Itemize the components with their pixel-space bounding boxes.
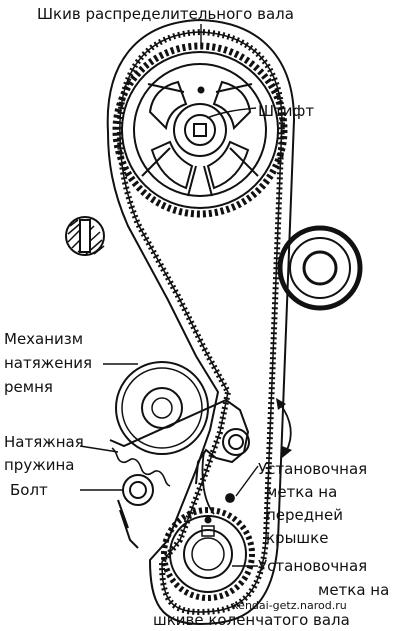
tensioner-label-line3: ремня	[4, 378, 53, 396]
adjust-arrow-curve	[279, 403, 292, 453]
tensioner-label-line1: Механизм	[4, 330, 84, 348]
crank-mark-label-line1: Установочная	[258, 557, 368, 575]
camshaft-pulley-rim	[121, 51, 279, 209]
timing-belt	[106, 18, 296, 626]
tension-spring	[111, 447, 171, 487]
spring-label-line2: пружина	[4, 456, 75, 474]
pin-label: Штифт	[258, 102, 315, 120]
tensioner-pivot-bolt	[222, 428, 250, 456]
camshaft-pulley-label: Шкив распределительного вала	[37, 5, 294, 23]
watermark: xendai-getz.narod.ru	[232, 599, 347, 612]
camshaft-hub-bolt	[184, 114, 216, 146]
front-mark-label-line1: Установочная	[258, 460, 368, 478]
crankshaft-hub-inner	[191, 537, 225, 571]
tensioner-pulley-rim	[121, 367, 203, 449]
camshaft-pulley-windows	[148, 80, 252, 190]
tensioner-lock-bolt	[122, 474, 154, 506]
camshaft-hub-key	[193, 123, 207, 137]
crank-mark-label-line2: метка на	[318, 581, 390, 599]
camshaft-pulley-spokes	[141, 83, 259, 197]
bolt-label: Болт	[10, 481, 48, 499]
leader-front-mark	[235, 465, 259, 497]
front-mark-label-line4: крышке	[266, 529, 329, 547]
camshaft-timing-dot	[197, 86, 205, 94]
idler-ring-outer	[277, 225, 363, 311]
idler-ring-inner	[302, 250, 338, 286]
crankshaft-pulley-rim	[169, 515, 247, 593]
tensioner-pulley-outer	[115, 361, 209, 455]
crankshaft-pulley-teeth	[161, 507, 255, 601]
spring-label-line1: Натяжная	[4, 433, 84, 451]
leader-pin	[206, 107, 257, 119]
leader-lines	[79, 24, 259, 567]
front-mark-label-line3: передней	[266, 506, 343, 524]
camshaft-pulley-inner-rim	[133, 63, 267, 197]
tensioner-label-line2: натяжения	[4, 354, 93, 372]
idler-ring-middle	[289, 237, 351, 299]
small-seal-part	[65, 216, 105, 256]
belt-teeth-track	[116, 28, 286, 616]
belt-outer-edge	[106, 18, 296, 626]
seal-part-slot	[79, 219, 91, 253]
front-mark-label-line2: метка на	[266, 483, 338, 501]
tensioner-lock-bolt-head	[129, 481, 147, 499]
tensioner-pivot-bolt-head	[228, 434, 244, 450]
adjust-arrow	[276, 398, 292, 458]
crank-mark-label-line3: шкиве коленчатого вала	[153, 611, 350, 629]
camshaft-pulley	[112, 42, 288, 218]
crankshaft-key	[201, 525, 215, 537]
tensioner-pulley-inner	[141, 387, 183, 429]
tensioner-pulley-center	[151, 397, 173, 419]
crankshaft-hub	[183, 529, 233, 579]
crankshaft-timing-dot	[204, 516, 212, 524]
camshaft-pulley-teeth	[112, 42, 288, 218]
adjust-arrow-head-top	[276, 398, 286, 410]
idler-ring	[277, 225, 363, 311]
tensioner-arm-lines	[117, 499, 139, 549]
adjust-arrow-head-bottom	[282, 446, 292, 458]
camshaft-hub	[173, 103, 227, 157]
crankshaft-pulley	[161, 507, 255, 601]
front-cover-mark-dot	[225, 493, 235, 503]
leader-spring	[79, 445, 119, 453]
